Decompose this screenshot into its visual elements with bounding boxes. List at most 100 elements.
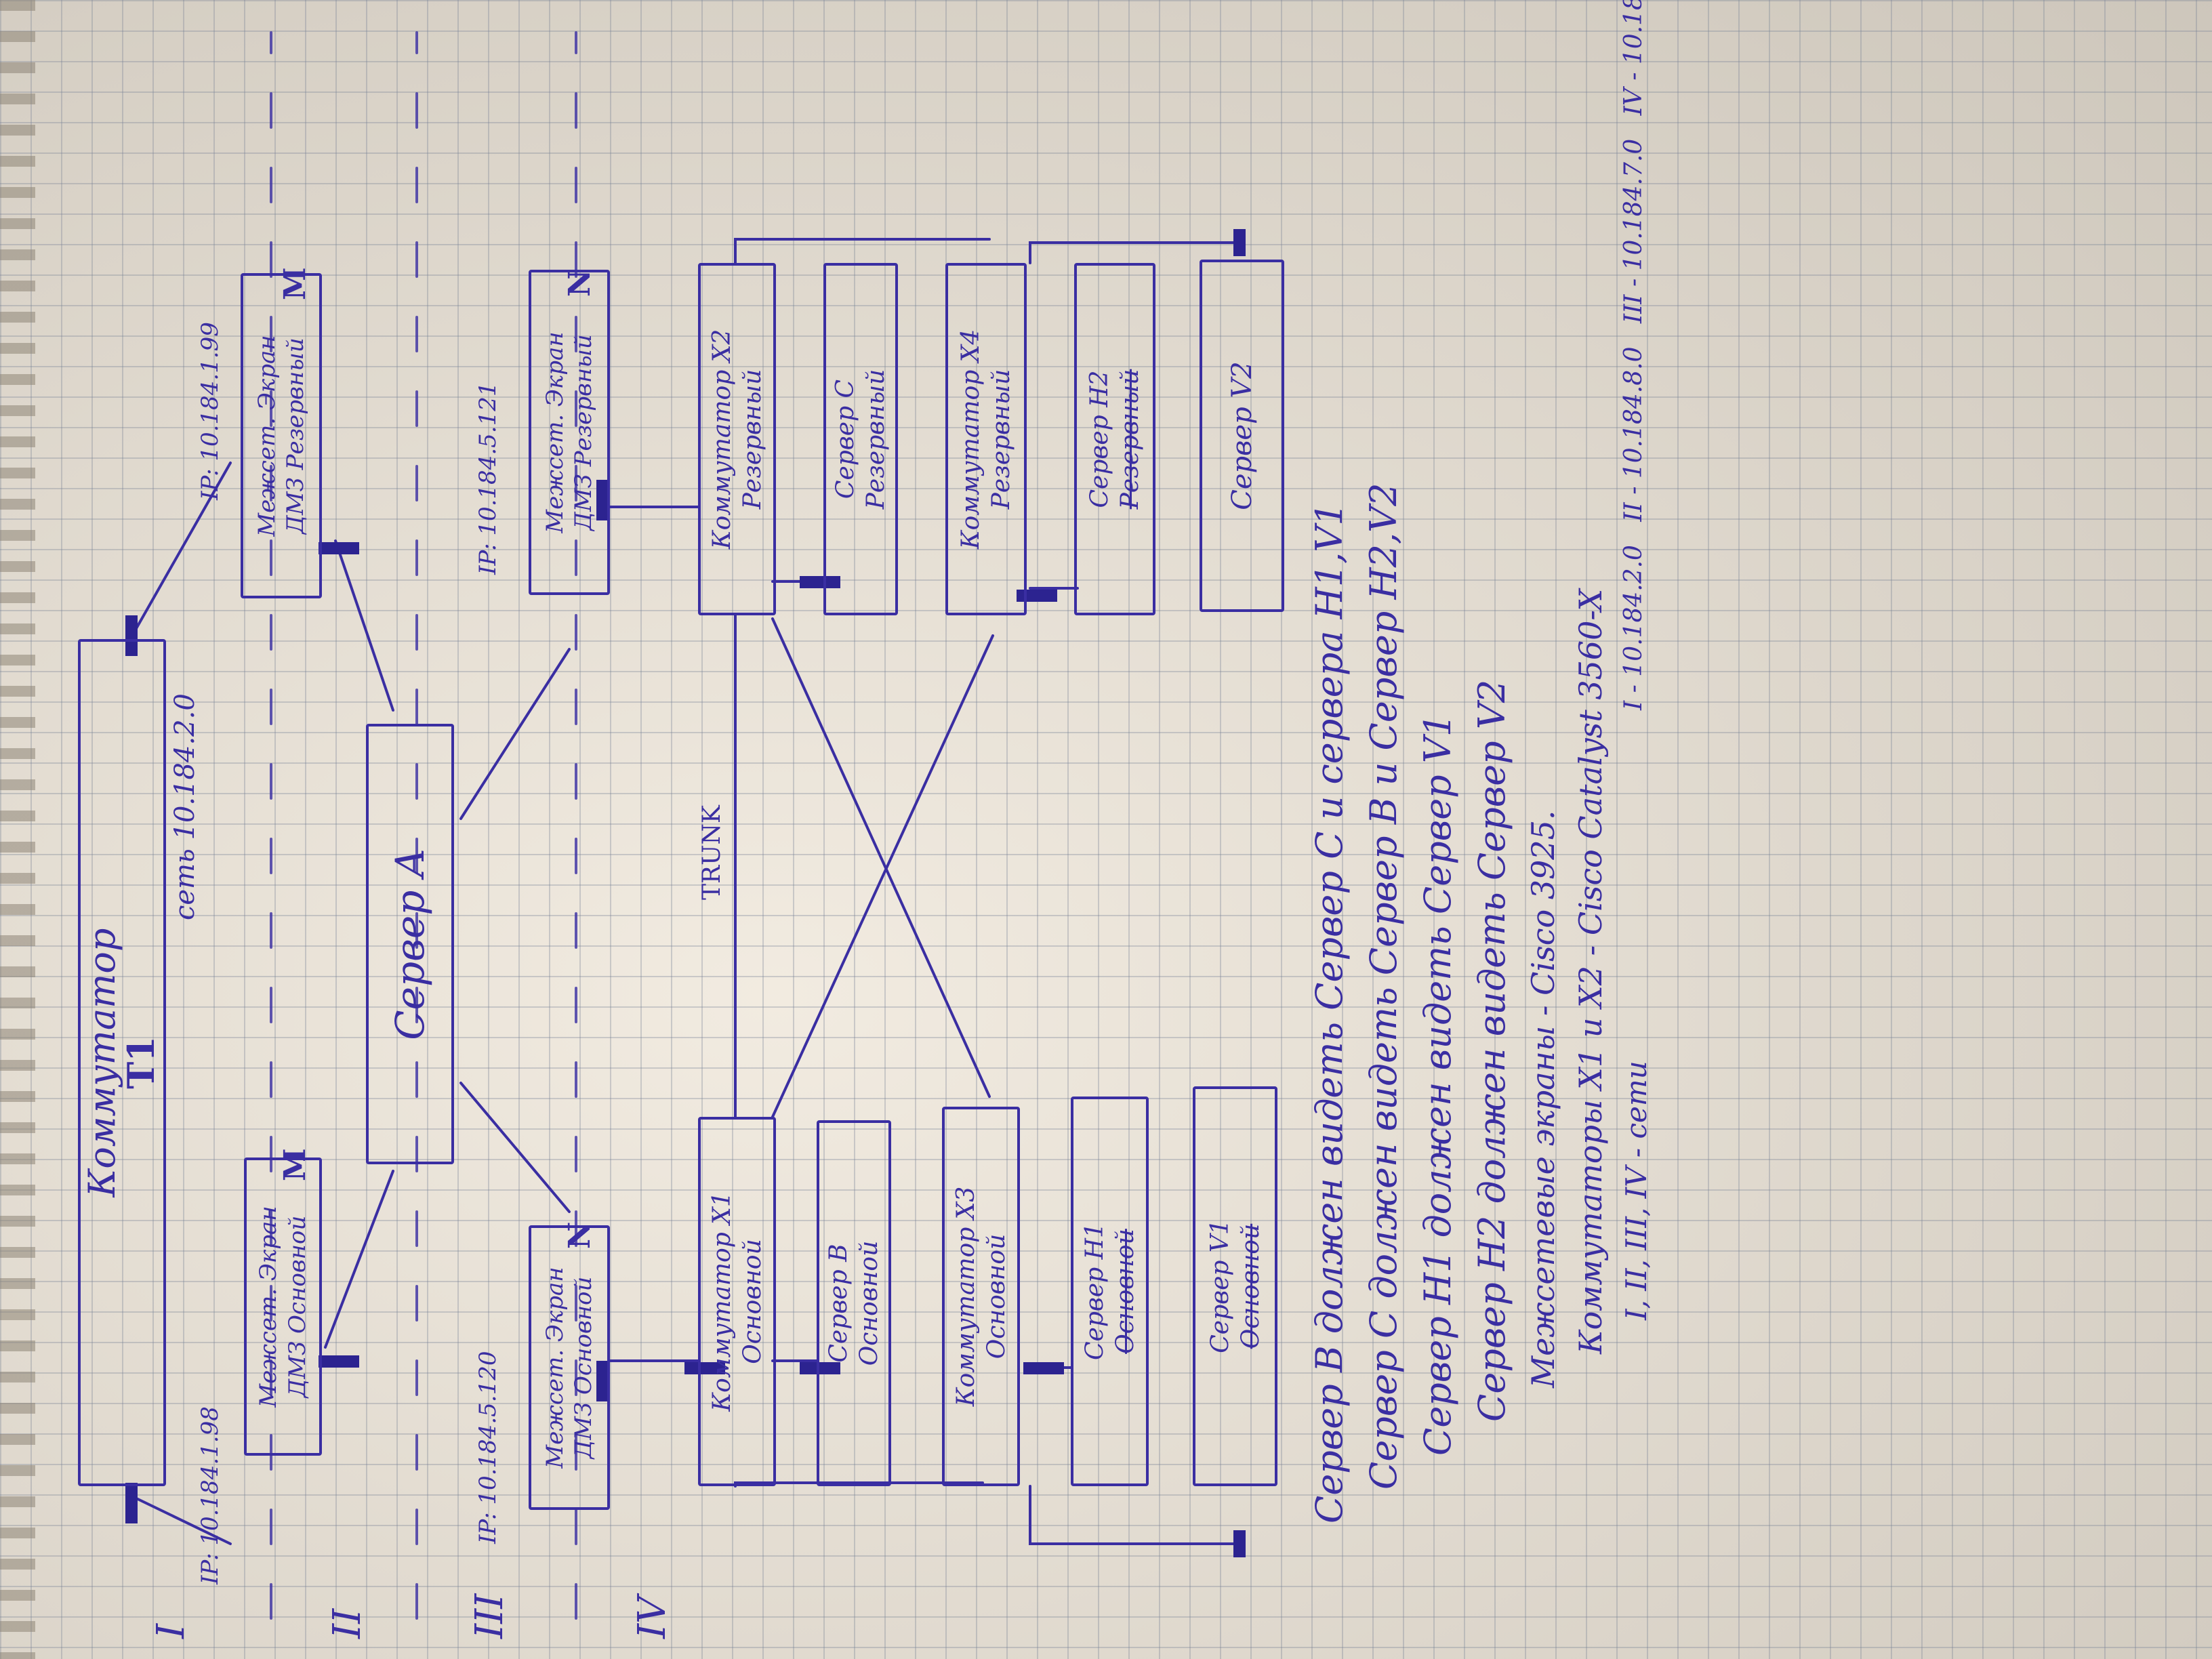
note-line: I, II, III, IV - сети <box>1620 1061 1653 1320</box>
net-num: IV <box>1620 88 1647 116</box>
firewall-m-backup: Межсет. Экран ДМЗ Резервный <box>241 273 322 598</box>
firewall-n-primary: Межсет. Экран ДМЗ Основной <box>529 1225 610 1510</box>
fw-role: ДМЗ Основной <box>570 1276 597 1459</box>
server-v1-role: Основной <box>1236 1223 1265 1349</box>
link-x4-server-v2 <box>1029 241 1242 264</box>
fw-label: Межсет. Экран <box>541 331 569 533</box>
server-v2-label: Сервер V2 <box>1226 361 1258 510</box>
switch-x1-role: Основной <box>738 1239 766 1364</box>
zone-label-2: II <box>325 1608 369 1639</box>
link-server-a-fwn-left <box>459 1082 571 1213</box>
server-c: Сервер C Резервный <box>823 263 898 615</box>
switch-x3: Коммутатор X3 Основной <box>942 1107 1020 1486</box>
note-line: Сервер H2 должен видеть Сервер V2 <box>1471 679 1513 1422</box>
server-h1-label: Сервер H1 <box>1080 1223 1109 1360</box>
fw-n-left-tag: N <box>562 1221 597 1249</box>
net-entry: I - 10.184.2.0 II - 10.184.8.0 III - 10.… <box>1620 0 1647 710</box>
switch-x3-label: Коммутатор X3 <box>951 1186 980 1407</box>
server-b-label: Сервер B <box>825 1244 853 1363</box>
net-ip: - 10.184.5.0 <box>1620 0 1647 81</box>
link-x1-x3-bottom <box>734 1481 984 1488</box>
net-ip: - 10.184.2.0 <box>1620 545 1647 693</box>
fw-label: Межсет. Экран <box>255 1206 282 1408</box>
server-h2-label: Сервер H2 <box>1086 370 1113 508</box>
net-num: III <box>1620 294 1647 324</box>
fw-role: ДМЗ Резервный <box>570 334 597 531</box>
server-b-role: Основной <box>855 1240 883 1366</box>
port-dot <box>1233 1530 1246 1557</box>
net-ip: - 10.184.8.0 <box>1620 346 1647 495</box>
fw-m-right-tag: M <box>278 267 312 300</box>
fw-n-right-tag: N <box>562 269 597 297</box>
notebook-binding <box>0 0 35 1659</box>
link-t1-fwm-right <box>131 462 232 637</box>
net-num: II <box>1620 502 1647 522</box>
server-v1-label: Сервер V1 <box>1206 1219 1234 1353</box>
switch-t1-label: Коммутатор <box>81 928 124 1197</box>
fw-n-left-ip: IP: 10.184.5.120 <box>474 1351 501 1544</box>
switch-x2-label: Коммутатор X2 <box>708 329 736 550</box>
link-t1-fwm-left <box>131 1495 232 1545</box>
switch-x1: Коммутатор X1 Основной <box>698 1117 776 1486</box>
firewall-m-primary: Межсет. Экран ДМЗ Основной <box>244 1158 322 1456</box>
port-dot <box>1017 590 1057 602</box>
server-h2: Сервер H2 Резервный <box>1074 263 1155 615</box>
zone-label-1: I <box>149 1623 193 1639</box>
server-b: Сервер B Основной <box>817 1120 891 1486</box>
port-dot <box>1233 229 1246 256</box>
note-line: Сервер C должен видеть Сервер B и Сервер… <box>1362 483 1405 1490</box>
fw-m-left-ip: IP: 10.184.1.98 <box>197 1406 224 1584</box>
port-dot <box>319 542 359 554</box>
server-c-role: Резервный <box>862 369 890 510</box>
fw-label: Межсет. Экран <box>541 1267 569 1469</box>
switch-x3-role: Основной <box>982 1233 1010 1359</box>
fw-m-right-ip: IP: 10.184.1.99 <box>197 322 224 500</box>
link-server-a-fwn-right <box>459 648 571 820</box>
link-x3-server-v1 <box>1029 1485 1242 1545</box>
switch-x4-role: Резервный <box>987 369 1015 510</box>
net-num: I <box>1620 700 1647 710</box>
zone-label-4: IV <box>630 1596 674 1639</box>
link-x3-x2 <box>771 617 991 1098</box>
switch-x4: Коммутатор X4 Резервный <box>945 263 1027 615</box>
server-c-label: Сервер C <box>832 379 859 499</box>
link-x1-x4 <box>771 634 994 1118</box>
port-dot <box>319 1355 359 1368</box>
switch-x4-label: Коммутатор X4 <box>957 329 985 550</box>
switch-t1-id: T1 <box>119 1036 163 1089</box>
server-h1: Сервер H1 Основной <box>1071 1097 1149 1486</box>
switch-x2: Коммутатор X2 Резервный <box>698 263 776 615</box>
port-dot <box>125 615 138 656</box>
server-v1: Сервер V1 Основной <box>1193 1086 1277 1486</box>
fw-n-right-ip: IP: 10.184.5.121 <box>474 382 501 575</box>
fw-m-left-tag: M <box>278 1148 312 1181</box>
port-dot <box>800 1362 840 1374</box>
net-ip: - 10.184.7.0 <box>1620 138 1647 287</box>
note-line: Межсетевые экраны - Cisco 3925. <box>1525 810 1561 1388</box>
fw-role: ДМЗ Основной <box>283 1215 311 1398</box>
zone-label-3: III <box>468 1593 512 1639</box>
switch-x2-role: Резервный <box>738 369 766 510</box>
note-line: Сервер H1 должен видеть Сервер V1 <box>1416 713 1459 1456</box>
server-a: Сервер А <box>366 724 454 1164</box>
trunk-label: TRUNK <box>698 805 726 900</box>
note-line: Коммутаторы X1 и X2 - Cisco Catalyst 356… <box>1572 588 1609 1354</box>
server-a-label: Сервер А <box>387 848 433 1040</box>
port-dot <box>125 1483 138 1523</box>
switch-x1-label: Коммутатор X1 <box>708 1191 736 1412</box>
port-dot <box>596 480 609 520</box>
port-dot <box>684 1362 725 1374</box>
switch-t1-net: сеть 10.184.2.0 <box>169 693 201 920</box>
link-x2-x4-top <box>734 238 991 264</box>
firewall-n-backup: Межсет. Экран ДМЗ Резервный <box>529 270 610 595</box>
note-line: Сервер B должен видеть Сервер C и сервер… <box>1308 502 1351 1523</box>
fw-label: Межсет. Экран <box>253 335 281 537</box>
port-dot <box>1023 1362 1064 1374</box>
link-fwm-left-server-a <box>324 1170 394 1349</box>
server-v2: Сервер V2 <box>1200 260 1284 612</box>
server-h1-role: Основной <box>1111 1229 1139 1354</box>
switch-t1: Коммутатор T1 <box>78 639 166 1486</box>
